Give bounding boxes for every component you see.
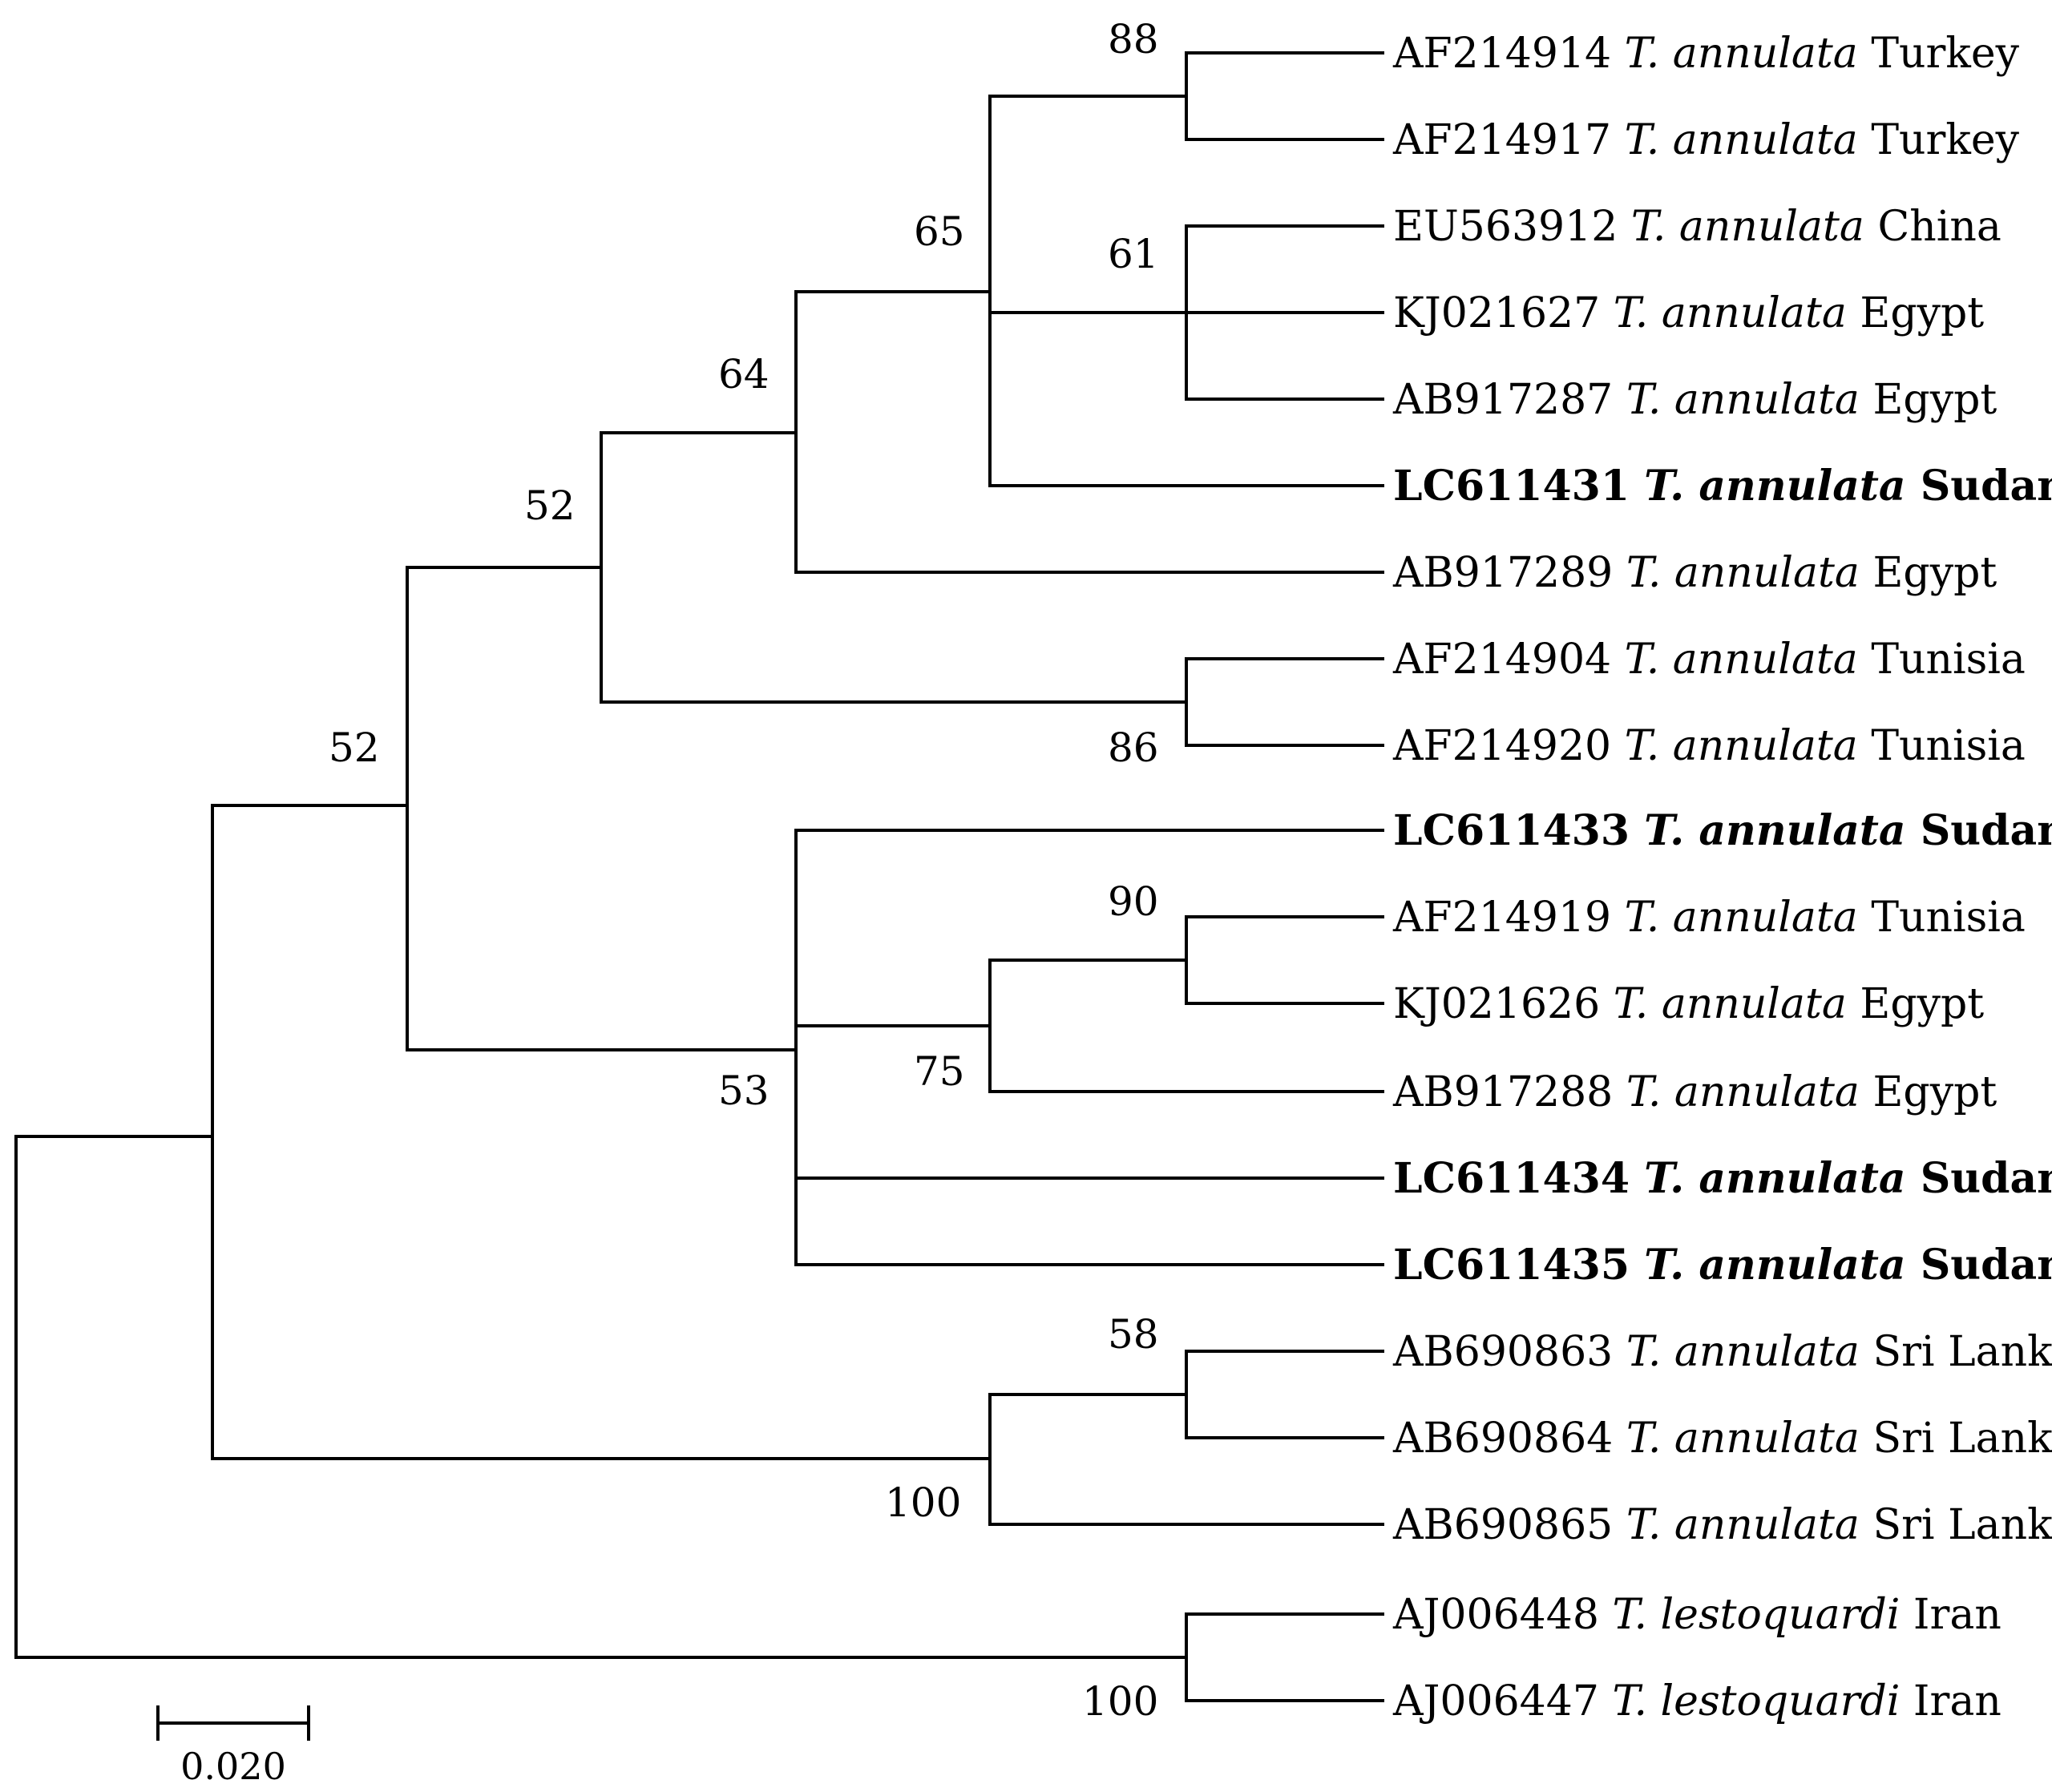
taxon-label: AB917288 T. annulata Egypt — [1392, 1068, 1997, 1116]
taxon-label: AF214919 T. annulata Tunisia — [1392, 894, 2026, 942]
bootstrap-value: 52 — [524, 482, 576, 529]
bootstrap-value: 90 — [1108, 878, 1159, 925]
taxon-label: AB690863 T. annulata Sri Lanka — [1392, 1328, 2052, 1376]
taxon-label: AB690865 T. annulata Sri Lanka — [1392, 1501, 2052, 1549]
bootstrap-value: 65 — [914, 208, 965, 255]
taxon-label: KJ021627 T. annulata Egypt — [1393, 289, 1984, 337]
taxon-label: AB917289 T. annulata Egypt — [1392, 549, 1997, 597]
taxon-label-highlighted: LC611433 T. annulata Sudan — [1393, 806, 2052, 855]
bootstrap-value: 53 — [718, 1068, 770, 1114]
taxon-label: AF214904 T. annulata Tunisia — [1392, 636, 2026, 684]
bootstrap-value: 75 — [914, 1048, 965, 1095]
taxon-label: AF214917 T. annulata Turkey — [1392, 116, 2020, 164]
taxon-label: AF214920 T. annulata Tunisia — [1392, 722, 2026, 770]
bootstrap-value: 100 — [1082, 1678, 1158, 1725]
taxon-label: KJ021626 T. annulata Egypt — [1393, 980, 1984, 1028]
taxon-label-highlighted: LC611435 T. annulata Sudan — [1393, 1241, 2052, 1290]
bootstrap-value: 88 — [1108, 16, 1159, 63]
bootstrap-value: 86 — [1108, 724, 1159, 771]
taxon-labels: AF214914 T. annulata Turkey AF214917 T. … — [1392, 30, 2052, 1725]
taxon-label: EU563912 T. annulata China — [1393, 203, 2002, 251]
bootstrap-values: 88 61 65 64 52 86 52 90 75 53 58 100 100 — [329, 16, 1159, 1725]
taxon-label: AJ006448 T. lestoquardi Iran — [1392, 1591, 2002, 1639]
taxon-label: AB690864 T. annulata Sri Lanka — [1392, 1415, 2052, 1463]
taxon-label: AB917287 T. annulata Egypt — [1392, 376, 1997, 424]
taxon-label: AF214914 T. annulata Turkey — [1392, 30, 2020, 78]
taxon-label: AJ006447 T. lestoquardi Iran — [1392, 1677, 2002, 1725]
bootstrap-value: 100 — [885, 1479, 961, 1526]
scale-bar: 0.020 — [156, 1705, 310, 1788]
bootstrap-value: 64 — [718, 351, 770, 398]
scale-bar-label: 0.020 — [180, 1745, 286, 1788]
taxon-label-highlighted: LC611431 T. annulata Sudan — [1393, 462, 2052, 511]
bootstrap-value: 61 — [1108, 231, 1159, 277]
bootstrap-value: 58 — [1108, 1311, 1159, 1358]
bootstrap-value: 52 — [329, 724, 380, 771]
tree-branches — [14, 51, 1384, 1702]
taxon-label-highlighted: LC611434 T. annulata Sudan — [1393, 1154, 2052, 1203]
